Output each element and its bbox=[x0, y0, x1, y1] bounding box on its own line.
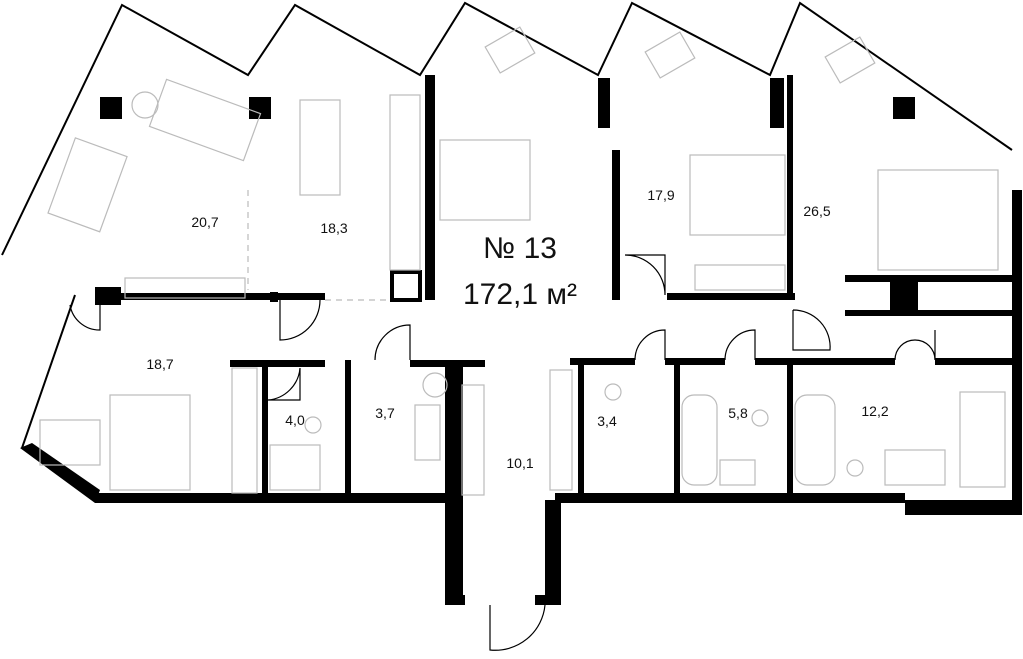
room-area-hallway: 10,1 bbox=[506, 455, 534, 471]
furniture bbox=[39, 26, 1006, 496]
room-area-bedroom-2: 17,9 bbox=[647, 187, 675, 203]
room-area-living-room: 20,7 bbox=[191, 214, 219, 230]
room-area-bedroom-1: 18,7 bbox=[146, 356, 174, 372]
room-area-bathroom-2: 5,8 bbox=[728, 405, 748, 421]
room-area-master-bedroom: 26,5 bbox=[803, 203, 831, 219]
windows bbox=[1, 1, 1013, 449]
room-area-master-bathroom: 12,2 bbox=[861, 403, 889, 419]
walls bbox=[20, 75, 1022, 605]
apartment-number: № 13 bbox=[483, 232, 557, 265]
doors bbox=[69, 254, 936, 651]
apartment-area: 172,1 м² bbox=[462, 278, 578, 311]
room-area-kitchen-dining: 18,3 bbox=[320, 220, 348, 236]
room-area-bathroom-1: 4,0 bbox=[285, 412, 305, 428]
room-area-wc: 3,4 bbox=[597, 413, 617, 429]
room-area-laundry: 3,7 bbox=[375, 405, 395, 421]
